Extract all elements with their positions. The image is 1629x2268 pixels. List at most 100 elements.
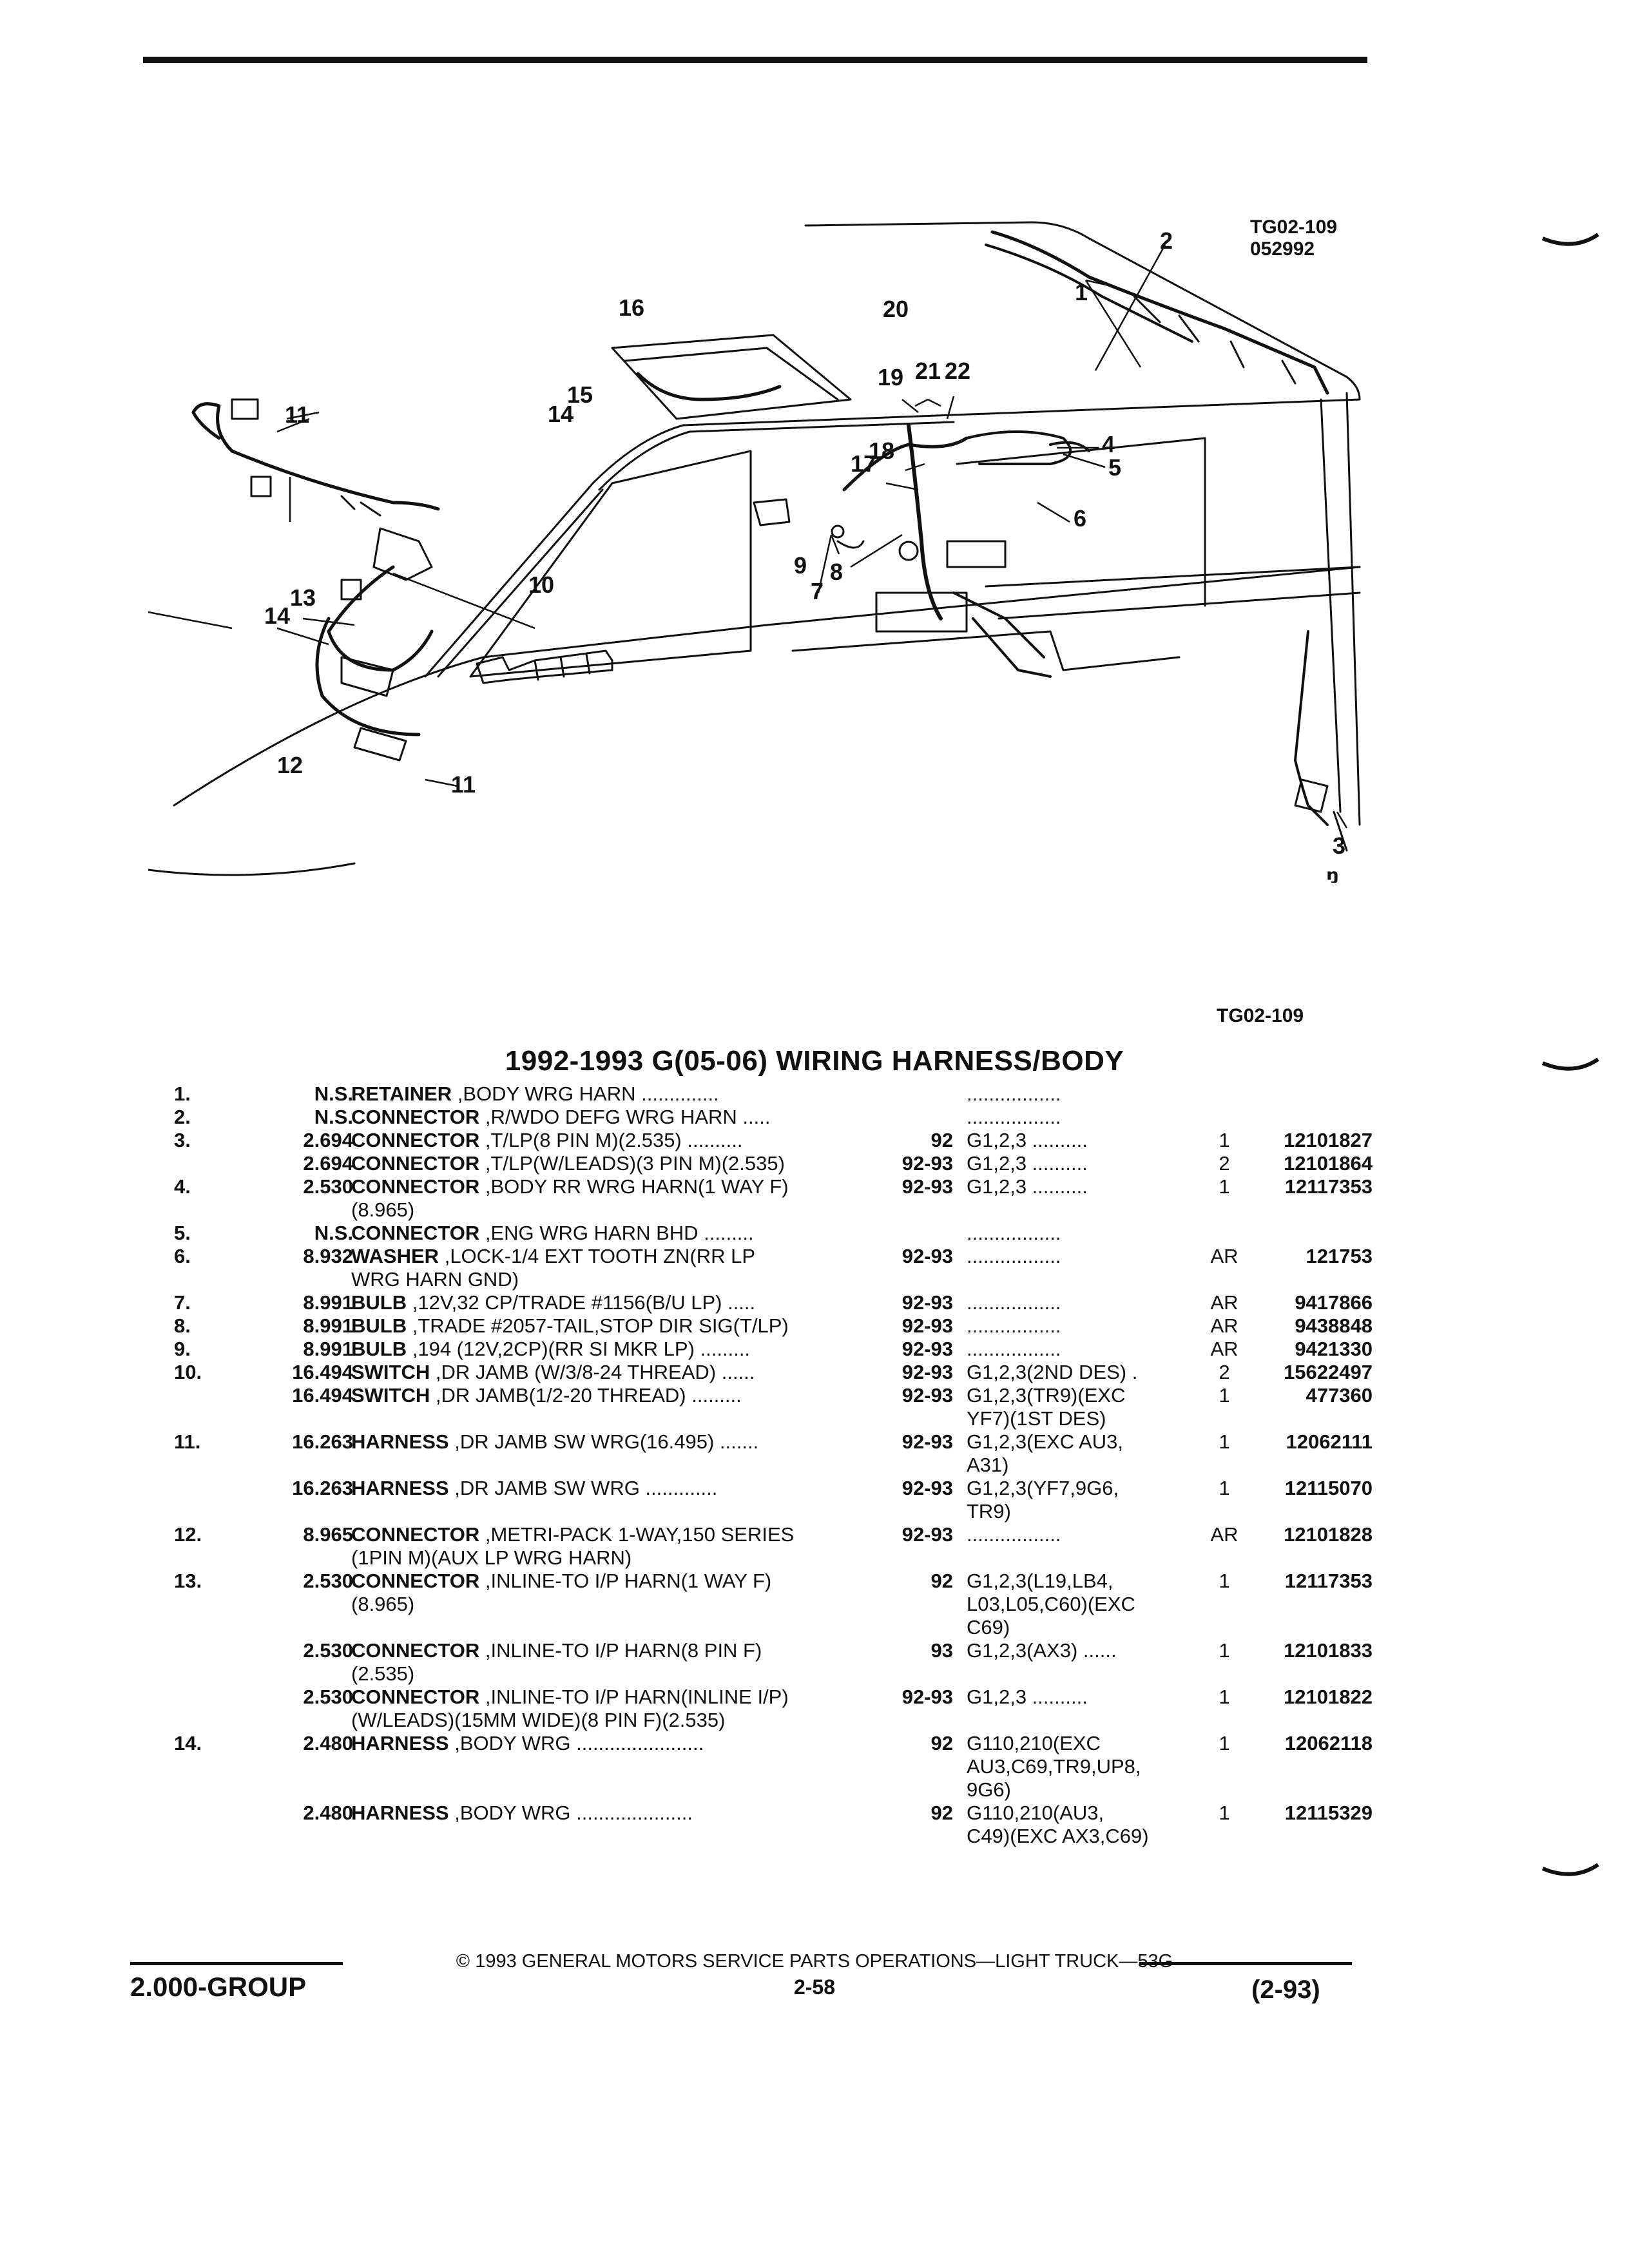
figure-id: TG02-109 [1250, 216, 1338, 238]
part-quantity: 1 [1219, 1477, 1230, 1499]
part-number: 9417866 [1295, 1291, 1373, 1314]
part-group-code: 2.480 [303, 1732, 353, 1754]
parts-row: C69) [174, 1616, 1373, 1639]
part-description-detail: ,METRI-PACK 1-WAY,150 SERIES [485, 1523, 795, 1546]
part-models: 9G6) [967, 1778, 1011, 1801]
parts-row: (8.965) [174, 1198, 1373, 1222]
part-item-number: 13. [174, 1570, 202, 1592]
part-name: HARNESS [351, 1430, 449, 1453]
part-group-code: 16.263 [292, 1430, 353, 1453]
part-years: 92 [930, 1802, 953, 1824]
parts-row: C49)(EXC AX3,C69) [174, 1825, 1373, 1848]
part-name: SWITCH [351, 1384, 430, 1407]
part-models: ................. [967, 1245, 1061, 1267]
callout-2: 2 [1160, 227, 1173, 254]
part-years: 92 [930, 1570, 953, 1592]
part-description: (8.965) [351, 1593, 414, 1616]
part-description-detail: (W/LEADS)(15MM WIDE)(8 PIN F)(2.535) [351, 1709, 726, 1731]
part-quantity: 1 [1219, 1802, 1230, 1824]
part-group-code: 2.530 [303, 1639, 353, 1662]
part-models: G110,210(AU3, [967, 1802, 1104, 1824]
parts-row: (2.535) [174, 1662, 1373, 1686]
part-description: CONNECTOR ,BODY RR WRG HARN(1 WAY F) [351, 1175, 789, 1198]
part-years: 92-93 [901, 1245, 953, 1267]
callout-16: 16 [619, 294, 644, 321]
part-description-detail: ,ENG WRG HARN BHD ......... [485, 1222, 754, 1244]
callout-22: 22 [945, 358, 970, 384]
part-item-number: 4. [174, 1175, 191, 1198]
part-number: 12115070 [1284, 1477, 1373, 1499]
part-group-code: 8.932 [303, 1245, 353, 1267]
side-door-frame [956, 437, 1206, 607]
part-models: G1,2,3 .......... [967, 1152, 1088, 1175]
figure-id-bottom: TG02-109 [1217, 1005, 1304, 1026]
part-models: AU3,C69,TR9,UP8, [967, 1755, 1141, 1778]
part-item-number: 6. [174, 1245, 191, 1267]
part-group-code: 16.494 [292, 1384, 353, 1407]
part-description-detail: ,INLINE-TO I/P HARN(INLINE I/P) [485, 1686, 789, 1708]
part-group-code: 2.694 [303, 1129, 353, 1151]
part-description: HARNESS ,DR JAMB SW WRG ............. [351, 1477, 717, 1500]
part-description-detail: ,12V,32 CP/TRADE #1156(B/U LP) ..... [412, 1291, 756, 1314]
part-description: (2.535) [351, 1662, 414, 1686]
part-item-number: 3. [174, 1129, 191, 1151]
callout-15: 15 [567, 381, 593, 408]
part-item-number: 11. [174, 1430, 201, 1453]
part-description: RETAINER ,BODY WRG HARN .............. [351, 1082, 719, 1106]
part-number: 15622497 [1284, 1361, 1373, 1383]
part-description-detail: ,T/LP(W/LEADS)(3 PIN M)(2.535) [485, 1152, 785, 1175]
part-description-detail: ,BODY WRG ..................... [454, 1802, 693, 1824]
part-description-detail: ,DR JAMB(1/2-20 THREAD) ......... [435, 1384, 742, 1407]
part-models: C49)(EXC AX3,C69) [967, 1825, 1149, 1847]
part-group-code: 2.530 [303, 1175, 353, 1198]
part-years: 92-93 [901, 1314, 953, 1337]
part-name: CONNECTOR [351, 1175, 480, 1198]
van-roof-line [804, 221, 1361, 401]
part-description: CONNECTOR ,ENG WRG HARN BHD ......... [351, 1222, 754, 1245]
part-models: TR9) [967, 1500, 1011, 1523]
front-door-window [469, 450, 752, 678]
part-number: 12101833 [1284, 1639, 1373, 1662]
part-name: CONNECTOR [351, 1152, 480, 1175]
part-models: ................. [967, 1082, 1061, 1105]
part-description: BULB ,12V,32 CP/TRADE #1156(B/U LP) ....… [351, 1291, 755, 1314]
part-description: CONNECTOR ,T/LP(8 PIN M)(2.535) ........… [351, 1129, 743, 1152]
part-description-detail: (8.965) [351, 1198, 415, 1221]
left-harness [191, 402, 440, 511]
rear-pillar [1320, 398, 1342, 813]
part-description-detail: ,194 (12V,2CP)(RR SI MKR LP) ......... [412, 1338, 751, 1360]
part-models: A31) [967, 1454, 1009, 1476]
part-description: SWITCH ,DR JAMB (W/3/8-24 THREAD) ...... [351, 1361, 755, 1384]
callout-10: 10 [528, 572, 554, 598]
part-item-number: 9. [174, 1338, 191, 1360]
part-years: 92-93 [901, 1523, 953, 1546]
windshield-frame [592, 398, 1361, 485]
callout-8: 8 [830, 559, 843, 585]
part-name: CONNECTOR [351, 1570, 480, 1592]
part-number: 12117353 [1284, 1570, 1373, 1592]
part-group-code: 16.494 [292, 1361, 353, 1383]
part-models: G1,2,3 .......... [967, 1686, 1088, 1708]
part-name: CONNECTOR [351, 1639, 480, 1662]
part-description-detail: ,DR JAMB SW WRG ............. [454, 1477, 718, 1499]
part-number: 12117353 [1284, 1175, 1373, 1198]
part-description: HARNESS ,BODY WRG ..................... [351, 1802, 693, 1825]
part-description-detail: (1PIN M)(AUX LP WRG HARN) [351, 1546, 632, 1569]
part-quantity: AR [1210, 1338, 1239, 1360]
part-years: 93 [930, 1639, 953, 1662]
part-name: WASHER [351, 1245, 439, 1267]
parts-row: WRG HARN GND) [174, 1268, 1373, 1291]
callout-6: 6 [1074, 505, 1086, 532]
part-quantity: 1 [1219, 1129, 1230, 1151]
part-item-number: 8. [174, 1314, 191, 1337]
part-description: SWITCH ,DR JAMB(1/2-20 THREAD) ......... [351, 1384, 742, 1407]
callout-18: 18 [869, 437, 894, 464]
part-description-detail: ,TRADE #2057-TAIL,STOP DIR SIG(T/LP) [412, 1314, 789, 1337]
part-number: 12101864 [1284, 1152, 1373, 1175]
part-years: 92-93 [901, 1686, 953, 1708]
part-name: HARNESS [351, 1477, 449, 1499]
